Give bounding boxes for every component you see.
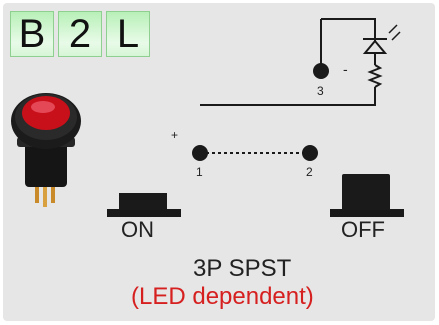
on-button-shape [107, 193, 181, 217]
wire-bottom-return [200, 87, 376, 106]
on-label: ON [121, 217, 154, 242]
switch-pin [51, 183, 55, 203]
wire-top [321, 18, 376, 41]
code-digit-2: 2 [58, 11, 102, 57]
led-triangle [362, 39, 388, 54]
terminal-1-label: 1 [196, 165, 203, 179]
off-button-shape [330, 174, 404, 217]
caption-title: 3P SPST [193, 255, 292, 282]
terminal-3-label: 3 [317, 84, 324, 98]
switch-pin [35, 183, 39, 203]
code-letter-l: L [106, 11, 150, 57]
resistor-symbol [367, 64, 383, 88]
caption-subtitle: (LED dependent) [131, 283, 314, 310]
terminal-2 [302, 145, 318, 161]
switch-red-cap [22, 96, 70, 130]
terminal-3 [313, 63, 329, 79]
circuit-wires [200, 18, 376, 154]
push-button-switch-photo [11, 93, 81, 207]
code-letter-b: B [10, 11, 54, 57]
off-label: OFF [341, 217, 385, 242]
terminal-2-label: 2 [306, 165, 313, 179]
polarity-minus-label: - [343, 61, 348, 77]
terminal-1 [192, 145, 208, 161]
diagram-panel: B 2 L [3, 3, 435, 321]
polarity-plus-label: + [171, 128, 179, 142]
led-emission-arrow [391, 31, 401, 41]
led-symbol [362, 24, 401, 61]
wiring-diagram [11, 18, 404, 217]
switch-cap-highlight [31, 101, 55, 113]
led-emission-arrow [388, 24, 398, 34]
switch-pin [43, 185, 47, 207]
switch-body [25, 143, 67, 187]
